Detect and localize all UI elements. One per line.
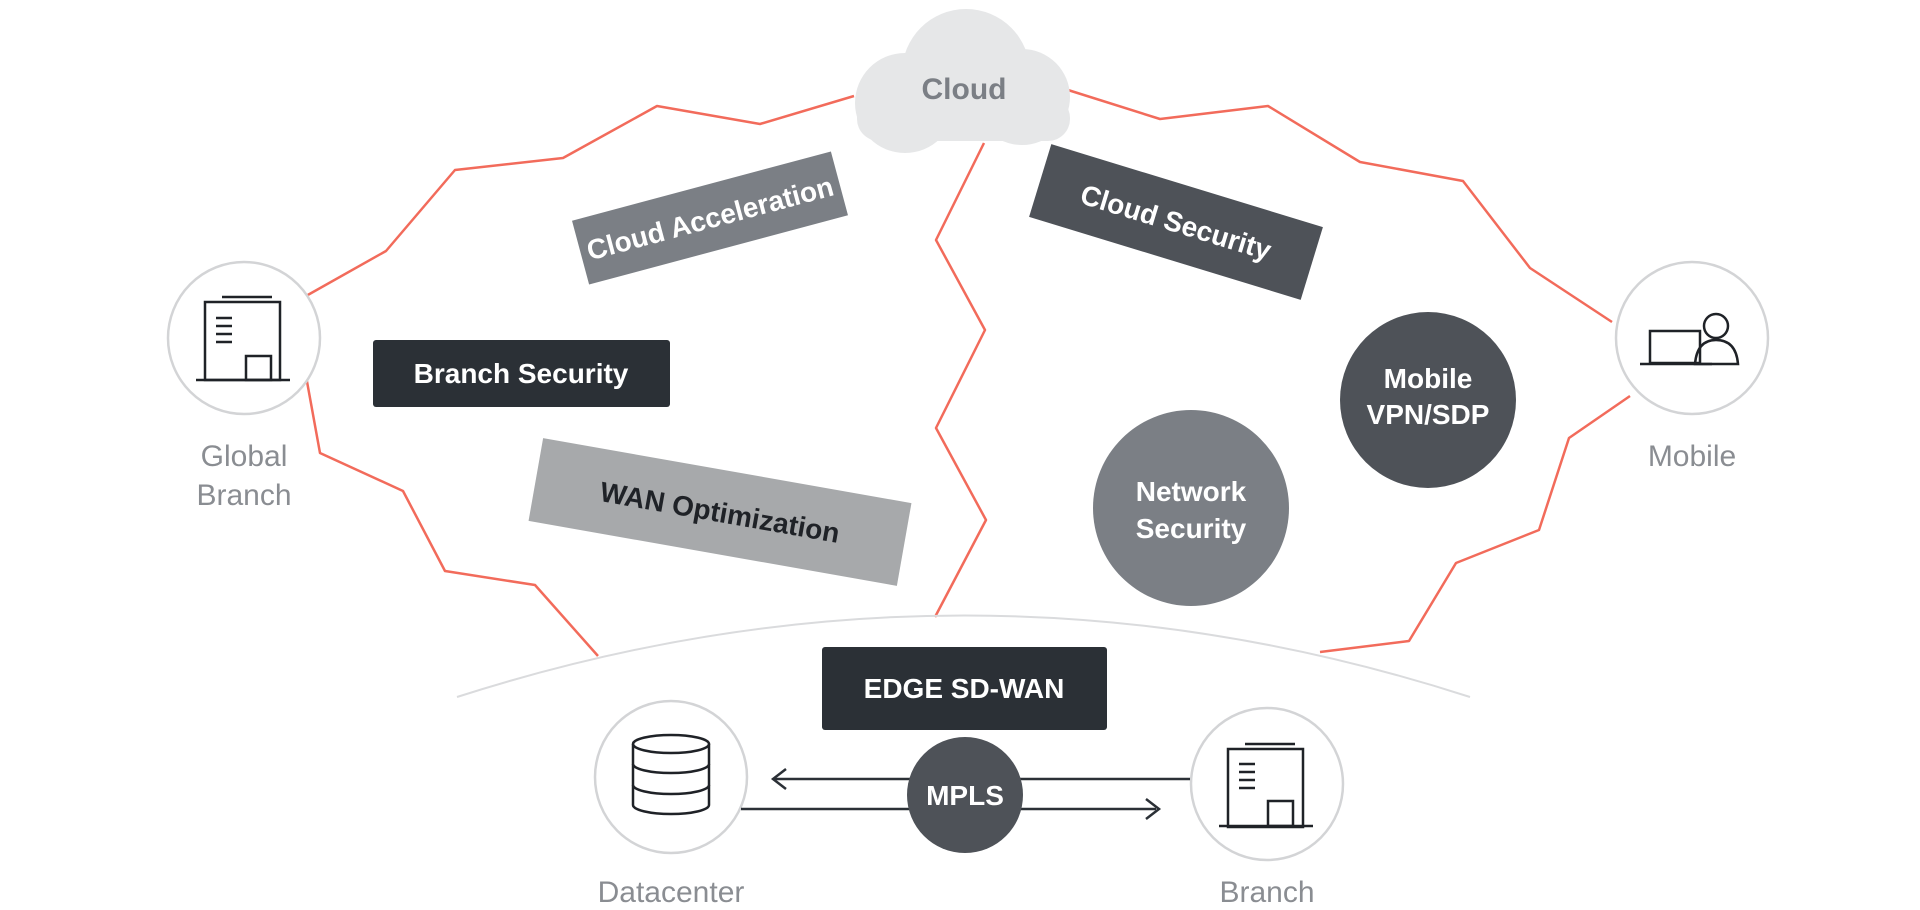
route-mobile-to-edge [1319,394,1631,654]
edge-sdwan-label: EDGE SD-WAN [864,673,1065,704]
global-branch-node: Global Branch [166,260,322,512]
database-icon [631,733,711,816]
office-building-icon [1219,742,1313,829]
route-cloud-to-mobile [1067,88,1613,324]
edge-sdwan-box: EDGE SD-WAN [822,647,1107,730]
network-security-label-line1: Network [1136,476,1247,507]
network-security-label-line2: Security [1136,513,1247,544]
cloud-security-box: Cloud Security [1029,144,1323,300]
branch-security-label: Branch Security [414,358,629,389]
network-security-circle: Network Security [1093,410,1289,606]
datacenter-label: Datacenter [598,876,745,909]
arrow-right-icon [1145,798,1162,820]
mobile-label: Mobile [1648,440,1736,473]
mpls-label: MPLS [926,780,1004,811]
global-branch-label-line2: Branch [196,479,291,512]
mobile-vpn-label-line1: Mobile [1384,363,1473,394]
route-cloud-to-edge [933,142,988,618]
datacenter-node: Datacenter [593,699,749,909]
cloud-acceleration-box: Cloud Acceleration [572,151,848,285]
mobile-vpn-label-line2: VPN/SDP [1367,399,1490,430]
mobile-vpn-sdp-circle: Mobile VPN/SDP [1340,312,1516,488]
arrow-left-icon [770,768,787,790]
route-global-branch-to-cloud [305,94,855,298]
mpls-circle: MPLS [907,737,1023,853]
mobile-node: Mobile [1614,260,1770,473]
laptop-user-icon [1640,312,1740,366]
office-building-icon [196,295,290,382]
branch-security-box: Branch Security [373,340,670,407]
cloud-label: Cloud [922,73,1007,106]
global-branch-label-line1: Global [201,440,288,473]
branch-node: Branch [1189,706,1345,909]
cloud-node: Cloud [855,9,1070,153]
wan-optimization-box: WAN Optimization [528,438,912,586]
route-global-branch-to-edge [304,375,599,657]
branch-label: Branch [1219,876,1314,909]
edge-boundary-arc [456,614,1471,698]
